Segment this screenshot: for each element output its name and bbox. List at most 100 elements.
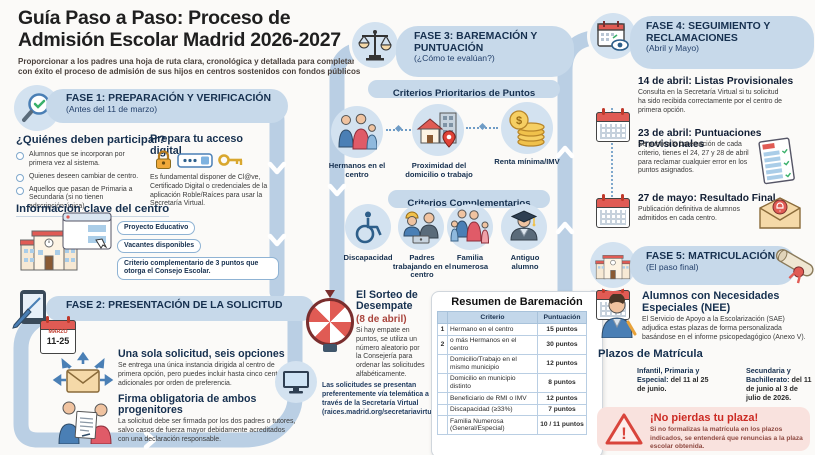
home-work-proximity-icon (412, 104, 464, 156)
fase4-header: FASE 4: SEGUIMIENTO Y RECLAMACIONES (Abr… (630, 16, 814, 69)
criterion-label: Proximidad del domicilio o trabajo (405, 161, 473, 179)
march-calendar-icon: MARZO 11-25 (40, 316, 76, 354)
fase4-subtitle: (Abril y Mayo) (646, 43, 700, 54)
warning-triangle-icon: ! (605, 412, 643, 451)
fase3-subtitle: (¿Cómo te evalúan?) (414, 53, 495, 64)
criterion-label: Renta mínima/IMV (494, 157, 560, 166)
scoring-summary-title: Resumen de Baremación (451, 296, 583, 308)
roulette-wheel-icon (306, 290, 354, 352)
digital-text: Es fundamental disponer de Cl@ve, Certif… (150, 174, 268, 208)
svg-text:$: $ (516, 115, 522, 127)
page-subtitle: Proporcionar a los padres una hoja de ru… (18, 57, 361, 77)
criterion-label: Hermanos en el centro (328, 161, 386, 179)
fase1-subtitle: (Antes del 11 de marzo) (66, 103, 158, 114)
fase4-title: FASE 4: SEGUIMIENTO Y RECLAMACIONES (646, 21, 771, 44)
parents-signing-icon (56, 398, 114, 449)
single-application-heading: Una sola solicitud, seis opciones (118, 348, 285, 360)
tiebreak-text: Si hay empate en puntos, se utiliza un n… (356, 327, 425, 379)
siblings-icon (331, 106, 383, 158)
tiebreak-heading: El Sorteo de Desempate (356, 289, 418, 313)
criterion-label: Padres trabajando en el centro (392, 253, 452, 279)
telematic-note: Las solicitudes se presentan preferentem… (322, 382, 442, 416)
scoring-summary-card: Resumen de Baremación Criterio Puntuació… (431, 291, 603, 455)
result-mail-icon (758, 196, 802, 235)
fase3-title: FASE 3: BAREMACIÓN Y PUNTUACIÓN (414, 31, 538, 54)
password-field-icon (177, 152, 213, 173)
calendar-days: 11-25 (46, 336, 70, 346)
complementary-criteria-heading: Criterios Complementarios (388, 190, 550, 209)
magnifier-check-icon (14, 85, 60, 131)
deadline-item: Secundaria y Bachillerato: del 11 de jun… (746, 366, 814, 402)
disability-icon (345, 204, 391, 250)
digital-heading: Prepara tu acceso digital (150, 133, 244, 157)
warning-heading: ¡No pierdas tu plaza! (650, 412, 759, 424)
table-header-row: Criterio Puntuación (437, 311, 587, 324)
single-application-text: Se entrega una única instancia dirigida … (118, 362, 287, 387)
fase5-title: FASE 5: MATRICULACIÓN (646, 251, 776, 262)
envelope-options-icon (52, 350, 114, 403)
list-item: Quienes deseen cambiar de centro. (16, 173, 140, 182)
fase5-header: FASE 5: MATRICULACIÓN (El paso final) (630, 246, 796, 285)
list-item: Alumnos que se incorporan por primera ve… (16, 151, 140, 169)
calendar-icon (596, 194, 630, 228)
milestone-date: 23 de abril: Puntuaciones Provisionales (638, 128, 762, 151)
table-row: Discapacidad (≥33%)7 puntos (437, 403, 587, 417)
signature-heading: Firma obligatoria de ambos progenitores (118, 393, 257, 417)
center-info-chip: Criterio complementario de 3 puntos que … (117, 257, 279, 280)
school-icon (19, 222, 79, 277)
coins-icon: $ (501, 102, 553, 154)
milestone-connector (611, 108, 613, 204)
priority-criteria-heading: Criterios Prioritarios de Puntos (368, 80, 560, 99)
deadline-dates: del 11 de junio al 3 de julio de 2026. (746, 375, 812, 402)
key-icon (218, 153, 244, 172)
milestone-date: 27 de mayo: Resultado Final (638, 193, 776, 204)
nee-text: El Servicio de Apoyo a la Escolarización… (642, 316, 806, 341)
fase2-title: FASE 2: PRESENTACIÓN DE LA SOLICITUD (66, 300, 283, 311)
enrollment-deadlines-heading: Plazos de Matrícula (598, 348, 703, 360)
fase1-header: FASE 1: PREPARACIÓN Y VERIFICACIÓN (Ante… (46, 89, 288, 123)
tiebreak-date: (8 de abril) (356, 314, 407, 325)
nee-heading: Alumnos con Necesidades Especiales (NEE) (642, 290, 780, 314)
milestone-text: Se publica la baremación de cada criteri… (638, 141, 749, 175)
table-row: Familia Numerosa (General/Especial)10 / … (437, 415, 587, 436)
criterion-label: Discapacidad (343, 253, 393, 262)
calendar-icon (596, 108, 630, 142)
calendar-month: MARZO (48, 329, 68, 335)
fase5-subtitle: (El paso final) (646, 261, 699, 272)
alumni-icon (501, 204, 547, 250)
school-small-icon (590, 242, 636, 288)
warning-text: Si no formalizas la matrícula en los pla… (650, 426, 803, 451)
deadline-label: Secundaria y Bachillerato: (746, 366, 791, 384)
list-item: Aquellos que pasan de Primaria a Secunda… (16, 186, 140, 212)
signature-text: La solicitud debe ser firmada por los do… (118, 418, 296, 443)
monitor-icon (275, 361, 317, 403)
milestone-date: 14 de abril: Listas Provisionales (638, 76, 794, 87)
provisional-list-icon (753, 135, 800, 191)
bullet-icon (16, 173, 24, 182)
deadline-item: Infantil, Primaria y Especial: del 11 al… (637, 366, 711, 393)
fase2-header: FASE 2: PRESENTACIÓN DE LA SOLICITUD (46, 296, 314, 321)
diploma-icon (764, 241, 815, 293)
browser-window-icon (62, 212, 112, 257)
milestone-text: Consulta en la Secretaría Virtual si tu … (638, 89, 783, 114)
who-list: Alumnos que se incorporan por primera ve… (16, 151, 140, 216)
balance-scale-icon (352, 22, 398, 68)
calendar-eye-icon (590, 13, 636, 59)
parents-working-icon (398, 204, 444, 250)
deadline-label: Infantil, Primaria y Especial: (637, 366, 700, 384)
bullet-icon (16, 186, 24, 195)
lock-icon (155, 150, 172, 175)
page-title: Guía Paso a Paso: Proceso de Admisión Es… (18, 7, 341, 51)
criterion-label: Antiguo alumno (510, 253, 540, 271)
criterion-label: Familia numerosa (451, 253, 489, 271)
digital-access-icons (155, 150, 244, 175)
bullet-icon (16, 152, 24, 160)
center-info-chip: Proyecto Educativo (117, 221, 196, 236)
